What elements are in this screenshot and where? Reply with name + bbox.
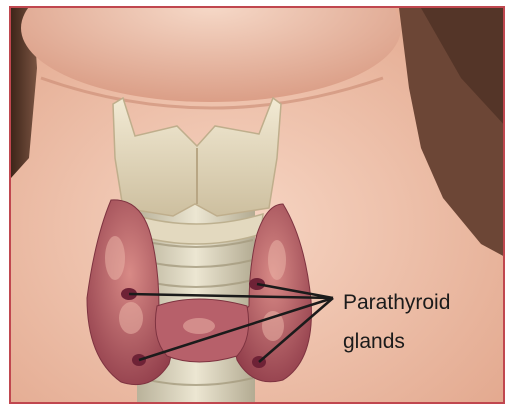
label-glands: glands: [343, 331, 405, 352]
figure-frame: Parathyroid glands: [9, 6, 505, 404]
label-parathyroid: Parathyroid: [343, 292, 450, 313]
neck-illustration: [11, 8, 505, 404]
